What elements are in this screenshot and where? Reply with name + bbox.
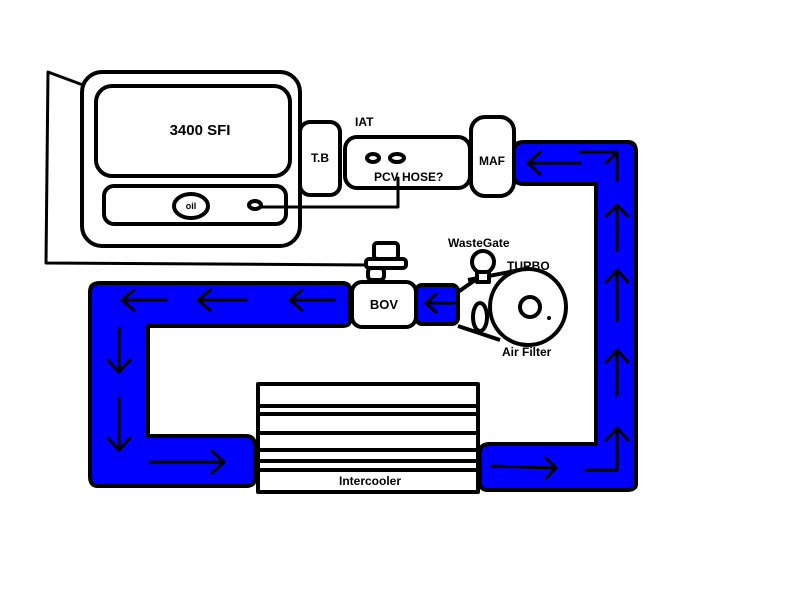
wastegate-stem xyxy=(475,270,491,284)
bov-valve-base xyxy=(366,266,386,282)
pcv-hose-label: PCV HOSE? xyxy=(374,170,443,184)
intercooler-label: Intercooler xyxy=(339,474,401,488)
arrow-right xyxy=(148,449,226,475)
engine-label: 3400 SFI xyxy=(170,122,231,139)
wastegate-label: WasteGate xyxy=(448,236,510,250)
arrow-up xyxy=(578,150,619,182)
arrow-right xyxy=(490,456,558,480)
turbo-inlet xyxy=(518,295,542,319)
bov-label: BOV xyxy=(370,297,399,312)
bov-valve-top xyxy=(372,241,400,261)
iat-label: IAT xyxy=(355,115,374,129)
turbo-dot xyxy=(547,316,551,320)
pcv-port xyxy=(247,199,263,211)
arrow-up xyxy=(604,268,630,322)
engine-oil-pan xyxy=(102,184,288,226)
turbo-label: TURBO xyxy=(507,259,550,273)
arrow-left xyxy=(288,288,336,312)
arrow-left xyxy=(526,150,582,176)
pipe-right xyxy=(478,140,638,492)
arrow-down xyxy=(106,396,132,452)
throttle-body-label: T.B xyxy=(311,151,329,165)
pipe-left xyxy=(88,281,352,488)
arrow-up xyxy=(604,203,630,252)
bov xyxy=(350,280,418,329)
engine-top xyxy=(94,84,292,178)
oil-cap xyxy=(172,192,210,220)
iat-port-2 xyxy=(388,152,406,164)
throttle-body xyxy=(298,120,342,197)
arrow-left xyxy=(196,288,248,312)
arrow-down xyxy=(106,326,132,374)
turbo-wheel xyxy=(471,301,489,333)
air-filter-label: Air Filter xyxy=(502,345,552,359)
arrow-up xyxy=(604,348,630,397)
intercooler xyxy=(256,382,480,494)
wastegate-actuator xyxy=(470,249,496,275)
bov-valve-flange xyxy=(364,257,408,270)
arrow-left xyxy=(120,288,168,312)
intercooler-fins xyxy=(258,404,480,472)
maf-label: MAF xyxy=(479,154,505,168)
oil-label: oil xyxy=(186,201,197,211)
arrow-left xyxy=(424,292,456,314)
flow-arrows xyxy=(106,150,630,480)
iat-port-1 xyxy=(365,152,381,164)
arrow-up xyxy=(584,426,630,472)
